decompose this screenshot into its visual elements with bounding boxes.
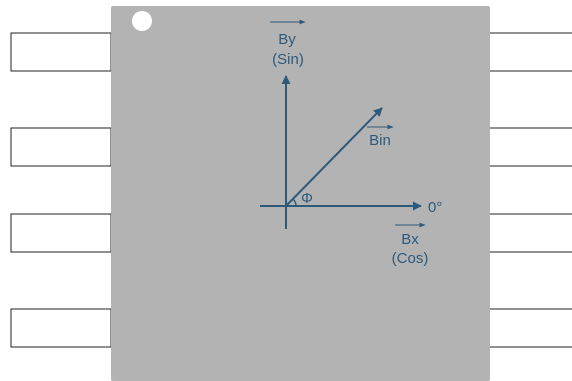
zero-degree-label: 0° bbox=[428, 199, 442, 216]
labels: By (Sin) Bin Φ 0° Bx (Cos) bbox=[272, 31, 442, 267]
bin-label: Bin bbox=[369, 132, 391, 149]
axes bbox=[260, 75, 422, 229]
pin-right-3 bbox=[487, 213, 572, 253]
bin-vector bbox=[285, 107, 383, 207]
sin-label: (Sin) bbox=[272, 51, 304, 68]
pin-left-2 bbox=[10, 127, 112, 167]
package-body bbox=[111, 6, 490, 381]
phi-label: Φ bbox=[301, 190, 313, 207]
pin-right-2 bbox=[487, 127, 572, 167]
pin-right-1 bbox=[487, 32, 572, 72]
bx-label: Bx bbox=[401, 231, 419, 248]
left-pins bbox=[10, 32, 112, 348]
pin-right-4 bbox=[487, 308, 572, 348]
vector-overbars bbox=[270, 19, 426, 228]
pin-left-1 bbox=[10, 32, 112, 72]
by-label: By bbox=[278, 31, 296, 48]
phi-arc bbox=[292, 198, 297, 207]
pin1-marker bbox=[132, 11, 152, 31]
pin-left-3 bbox=[10, 213, 112, 253]
cos-label: (Cos) bbox=[392, 250, 429, 267]
pin-left-4 bbox=[10, 308, 112, 348]
right-pins bbox=[487, 32, 572, 348]
